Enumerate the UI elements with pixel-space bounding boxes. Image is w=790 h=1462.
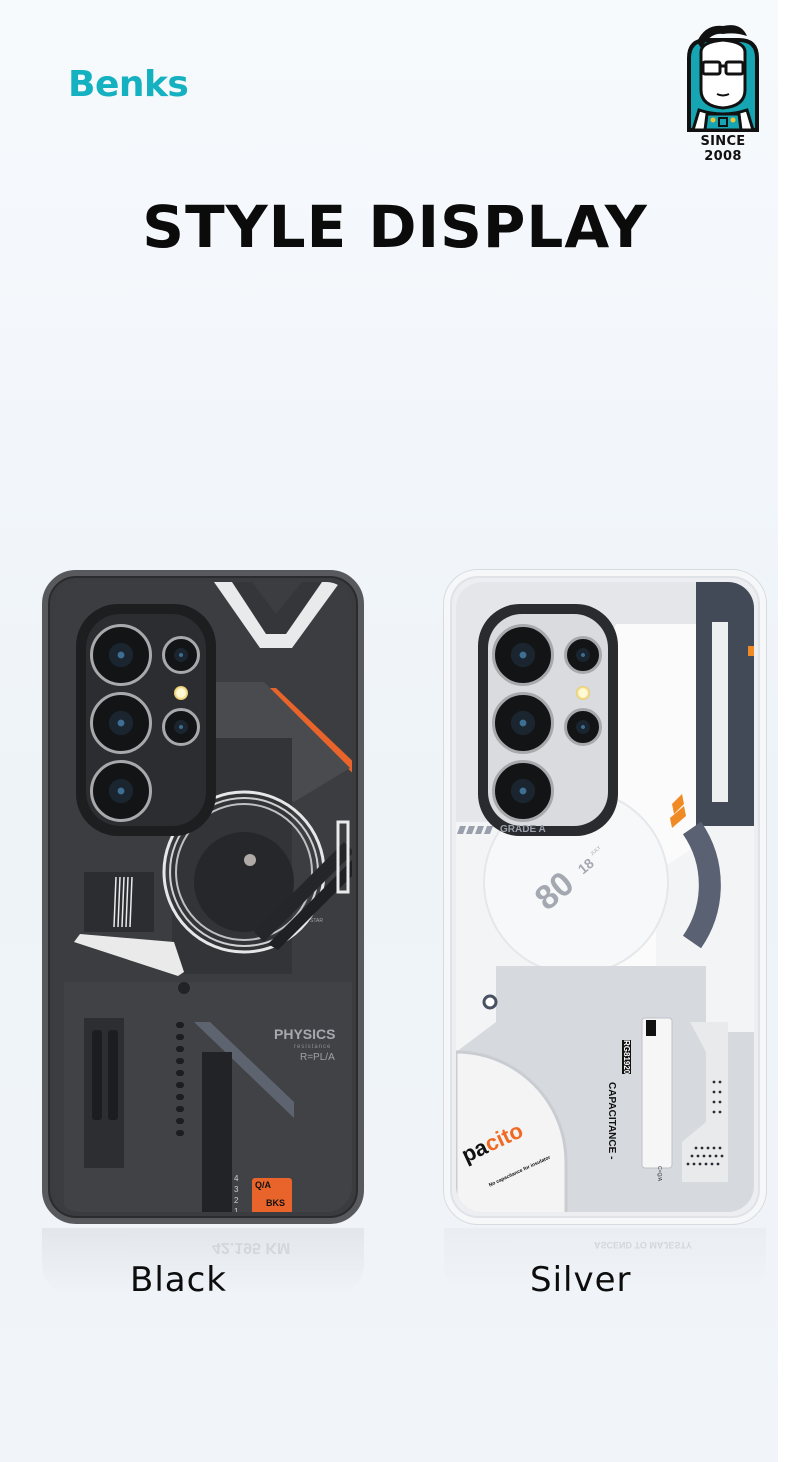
black-camera-island — [76, 604, 216, 836]
physics-label: PHYSICS — [274, 1026, 336, 1042]
silver-phone-case: GRADE A 80 18 JULY CAPACITANCE - RG81920… — [444, 570, 766, 1224]
main-lens-icon — [492, 624, 554, 686]
since-badge-text: SINCE 2008 — [700, 134, 746, 164]
black-phone-case: PHYSICS resistance R=PL/A STAR Q/A BKS 4… — [42, 570, 364, 1224]
zoom-lens-icon — [162, 708, 200, 746]
grade-label: GRADE A — [500, 824, 546, 835]
zoom-lens-icon — [564, 708, 602, 746]
silver-color-label: Silver — [530, 1260, 632, 1300]
page-title: STYLE DISPLAY — [142, 193, 648, 261]
scale-numbers: 4 3 2 1 — [234, 1174, 239, 1212]
right-edge-strip — [778, 0, 790, 1462]
formula-label: R=PL/A — [300, 1052, 335, 1063]
qa-badge-label: Q/A — [255, 1180, 272, 1190]
bks-badge-label: BKS — [266, 1198, 286, 1208]
capacitance-label: CAPACITANCE - — [606, 1082, 617, 1160]
flash-icon — [576, 686, 590, 700]
silver-case-reflection: ASCEND TO MAJESTY — [444, 1228, 766, 1298]
resistance-label: resistance — [294, 1044, 332, 1050]
telephoto-lens-icon — [90, 760, 152, 822]
brand-logo: Benks — [68, 64, 189, 105]
mascot-badge-icon — [687, 25, 759, 132]
vertical-code: RG81920 — [622, 1040, 631, 1075]
silver-camera-island — [478, 604, 618, 836]
star-label: STAR — [310, 918, 323, 924]
main-lens-icon — [90, 624, 152, 686]
silver-case-design: GRADE A 80 18 JULY CAPACITANCE - RG81920… — [456, 582, 754, 1212]
flash-icon — [174, 686, 188, 700]
formula-label: C=Q/A — [656, 1166, 662, 1182]
wide-lens-icon — [90, 692, 152, 754]
sensor-lens-icon — [564, 636, 602, 674]
wide-lens-icon — [492, 692, 554, 754]
sensor-lens-icon — [162, 636, 200, 674]
black-color-label: Black — [130, 1260, 227, 1300]
black-case-reflection: 42.195 KM — [42, 1228, 364, 1298]
telephoto-lens-icon — [492, 760, 554, 822]
black-case-design: PHYSICS resistance R=PL/A STAR Q/A BKS 4… — [54, 582, 352, 1212]
